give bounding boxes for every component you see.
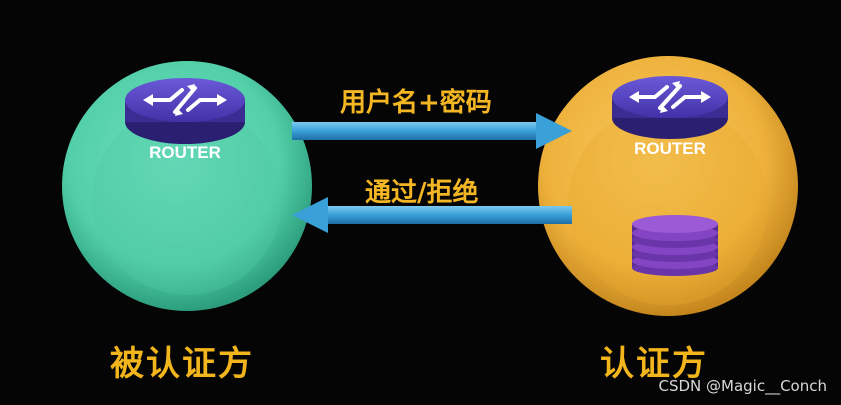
- request-arrow: [292, 113, 572, 149]
- database-icon: [632, 215, 718, 276]
- supplicant-node-inner: [92, 105, 282, 295]
- supplicant-node-circle: [62, 61, 312, 311]
- request-message-label: 用户名+密码: [340, 88, 492, 118]
- watermark-text: CSDN @Magic__Conch: [658, 377, 827, 395]
- authenticator-title: 认证方: [600, 344, 708, 384]
- supplicant-title: 被认证方: [110, 344, 254, 384]
- supplicant-router-label: ROUTER: [149, 143, 221, 162]
- authenticator-node-circle: [538, 56, 798, 316]
- response-arrow: [292, 197, 572, 233]
- response-message-label: 通过/拒绝: [365, 178, 479, 208]
- authenticator-router-label: ROUTER: [634, 139, 706, 158]
- supplicant-router-icon: ROUTER: [125, 78, 245, 162]
- authenticator-router-icon: ROUTER: [612, 76, 728, 158]
